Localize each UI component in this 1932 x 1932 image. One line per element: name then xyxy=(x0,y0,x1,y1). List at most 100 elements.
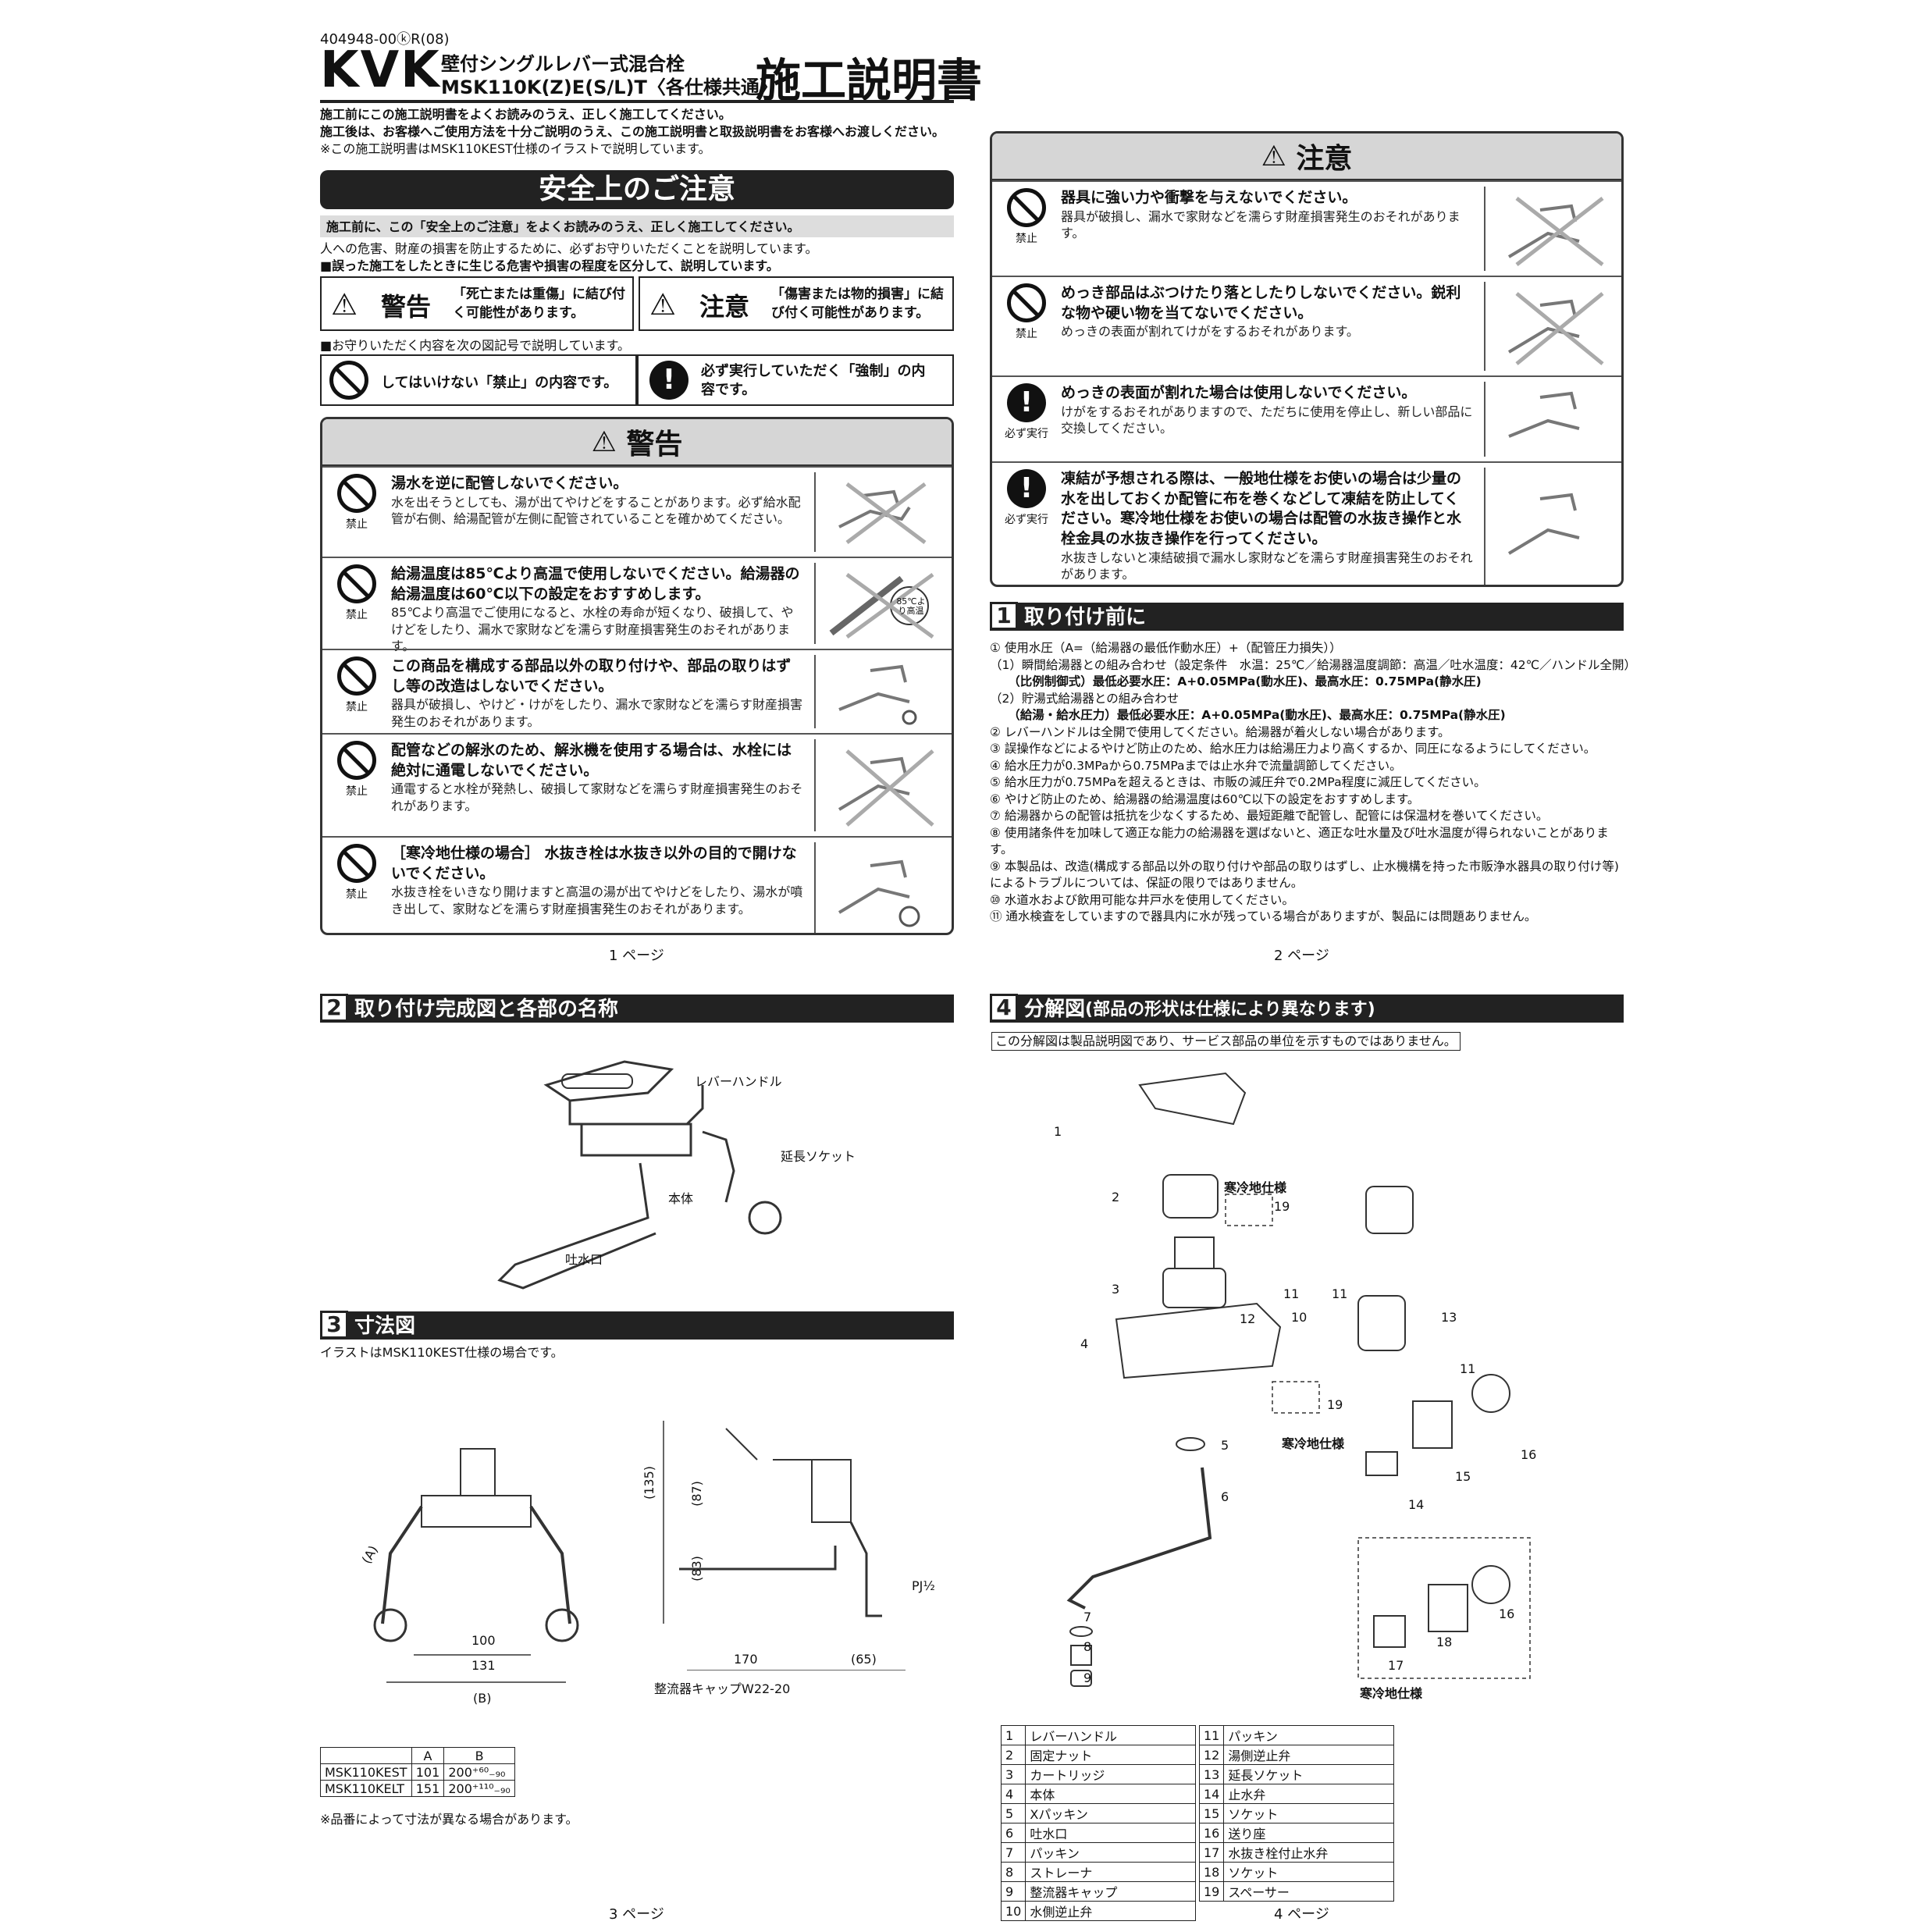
intro-line-1: 施工前にこの施工説明書をよくお読みのうえ、正しく施工してください。 xyxy=(320,107,731,122)
callout-15: 15 xyxy=(1455,1469,1471,1484)
caution-row-text: 水抜きしないと凍結破損で漏水し家財などを濡らす財産損害発生のおそれがあります。 xyxy=(1061,550,1473,582)
dim-131: 131 xyxy=(471,1658,496,1673)
warning-row-text: 器具が破損し、やけど・けがをしたり、漏水で家財などを濡らす財産損害発生のおそれが… xyxy=(391,697,803,729)
warning-row-text: 水を出そうとしても、湯が出てやけどをすることがあります。必ず給水配管が右側、給湯… xyxy=(391,494,801,527)
faucet-assembly-drawing xyxy=(497,1060,782,1290)
warning-triangle-icon: ⚠ xyxy=(591,425,627,458)
must-desc: 必ず実行していただく「強制」の内容です。 xyxy=(701,363,926,399)
dim-b: (B) xyxy=(473,1691,492,1706)
list-item: ④ 給水圧力が0.3MPaから0.75MPaまでは止水弁で流量調節してください。 xyxy=(990,758,1402,773)
safety-note-2: ■誤った施工をしたときに生じる危害や損害の程度を区分して、説明しています。 xyxy=(320,258,779,273)
parts-illustration xyxy=(814,655,947,728)
warning-row: 禁止 湯水を逆に配管しないでください。水を出そうとしても、湯が出てやけどをするこ… xyxy=(322,466,952,557)
drain-valve-illustration xyxy=(814,842,947,933)
warning-row: 禁止 配管などの解氷のため、解氷機を使用する場合は、水栓には絶対に通電しないでく… xyxy=(322,733,952,836)
label-body: 本体 xyxy=(668,1191,694,1206)
callout-3: 3 xyxy=(1112,1282,1120,1297)
callout-10: 10 xyxy=(1291,1310,1308,1325)
caution-row-text: けがをするおそれがありますので、ただちに使用を停止し、新しい部品に交換してくださ… xyxy=(1061,404,1473,436)
callout-9: 9 xyxy=(1083,1670,1092,1685)
caution-legend: ⚠ 注意 「傷害または物的損害」に結び付く可能性があります。 xyxy=(639,276,954,331)
prohibit-desc: してはいけない「禁止」の内容です。 xyxy=(381,375,618,391)
dim-65: (65) xyxy=(851,1652,877,1667)
list-item: （1）瞬間給湯器との組み合わせ（設定条件 水温：25℃／給湯器温度調節：高温／吐… xyxy=(990,657,1636,672)
table-header: B xyxy=(443,1747,515,1764)
doc-code: 404948-00ⓚR(08) xyxy=(320,31,450,48)
list-item: ① 使用水圧（A=（給湯器の最低作動水圧）+（配管圧力損失）） xyxy=(990,641,1342,655)
prohibit-legend: してはいけない「禁止」の内容です。 xyxy=(320,354,637,406)
page-number-3: 3 ページ xyxy=(609,1906,664,1923)
product-models: MSK110K(Z)E(S/L)T〈各仕様共通〉 xyxy=(441,76,778,98)
dim-pj: PJ½ xyxy=(912,1578,935,1593)
dim-83: (83) xyxy=(688,1556,704,1582)
cracked-plating-illustration xyxy=(1484,382,1617,457)
list-item: ⑨ 本製品は、改造(構成する部品以外の取り付けや部品の取りはずし、止水機構を持っ… xyxy=(990,859,1619,891)
warn-desc: 「死亡または重傷」に結び付く可能性があります。 xyxy=(453,286,625,321)
list-item: （給湯・給水圧力）最低必要水圧：A+0.05MPa(動水圧)、最高水圧：0.75… xyxy=(990,708,1506,722)
list-item: ⑪ 通水検査をしていますので器具内に水が残っている場合がありますが、製品には問題… xyxy=(990,909,1537,923)
brand-logo: KVK xyxy=(320,41,441,99)
caution-row: !必ず実行 めっきの表面が割れた場合は使用しないでください。けがをするおそれがあ… xyxy=(992,375,1621,461)
symbols-note: ■お守りいただく内容を次の図記号で説明しています。 xyxy=(320,338,631,353)
prohibit-icon: 禁止 xyxy=(330,474,383,532)
prohibit-icon: 禁止 xyxy=(1000,283,1053,341)
warning-row: 禁止 この商品を構成する部品以外の取り付けや、部品の取りはずし等の改造はしないで… xyxy=(322,649,952,733)
caution-row: 禁止 めっき部品はぶつけたり落としたりしないでください。鋭利な物や硬い物を当てな… xyxy=(992,276,1621,375)
prohibit-icon xyxy=(329,361,368,403)
label-lever-handle: レバーハンドル xyxy=(695,1074,782,1089)
label-spout: 吐水口 xyxy=(565,1252,603,1267)
cold-region-label: 寒冷地仕様 xyxy=(1224,1180,1287,1195)
warning-box-header: ⚠ 警告 xyxy=(322,419,952,466)
callout-13: 13 xyxy=(1441,1310,1457,1325)
caution-row-title: 器具に強い力や衝撃を与えないでください。 xyxy=(1061,189,1357,206)
dim-100: 100 xyxy=(471,1633,496,1648)
caution-row: 禁止 器具に強い力や衝撃を与えないでください。器具が破損し、漏水で家財などを濡ら… xyxy=(992,180,1621,276)
must-icon: !必ず実行 xyxy=(1000,383,1053,441)
prohibit-icon: 禁止 xyxy=(330,656,383,714)
warning-box: ⚠ 警告 禁止 湯水を逆に配管しないでください。水を出そうとしても、湯が出てやけ… xyxy=(320,417,954,935)
warning-row-title: この商品を構成する部品以外の取り付けや、部品の取りはずし等の改造はしないでくださ… xyxy=(391,657,792,695)
pipe-illustration: 85℃より高温 xyxy=(814,563,947,644)
cold-region-label: 寒冷地仕様 xyxy=(1282,1436,1345,1451)
intro-line-2: 施工後は、お客様へご使用方法を十分ご説明のうえ、この施工説明書と取扱説明書をお客… xyxy=(320,124,945,139)
drop-illustration xyxy=(1484,282,1617,371)
section-1-list: ① 使用水圧（A=（給湯器の最低作動水圧）+（配管圧力損失）） （1）瞬間給湯器… xyxy=(990,640,1636,926)
dimension-footnote: ※品番によって寸法が異なる場合があります。 xyxy=(320,1812,578,1827)
prohibit-icon: 禁止 xyxy=(330,564,383,622)
table-header: A xyxy=(411,1747,445,1764)
temp-label: 85℃より高温 xyxy=(896,596,926,617)
list-item: ⑦ 給湯器からの配管は抵抗を少なくするため、最短距離で配管し、配管には保温材を巻… xyxy=(990,809,1549,823)
caution-row-title: めっきの表面が割れた場合は使用しないでください。 xyxy=(1061,384,1417,401)
must-legend: ! 必ず実行していただく「強制」の内容です。 xyxy=(637,354,954,406)
must-icon: !必ず実行 xyxy=(1000,469,1053,527)
cold-region-label: 寒冷地仕様 xyxy=(1360,1686,1423,1701)
warning-row-text: 85℃より高温でご使用になると、水栓の寿命が短くなり、破損して、やけどをしたり、… xyxy=(391,605,794,654)
list-item: ⑧ 使用諸条件を加味して適正な能力の給湯器を選ばないと、適正な吐水量及び吐水温度… xyxy=(990,825,1609,857)
caution-label: 注意 xyxy=(699,292,750,322)
list-item: ③ 誤操作などによるやけど防止のため、給水圧力は給湯圧力より高くするか、同圧にな… xyxy=(990,742,1596,756)
safety-title: 安全上のご注意 xyxy=(320,170,954,209)
warning-row-title: 給湯温度は85℃より高温で使用しないでください。給湯器の給湯温度は60℃以下の設… xyxy=(391,565,800,603)
callout-19: 19 xyxy=(1274,1199,1290,1214)
page-number-1: 1 ページ xyxy=(609,948,664,964)
list-item: ② レバーハンドルは全開で使用してください。給湯器が着火しない場合があります。 xyxy=(990,724,1450,739)
caution-row-text: 器具が破損し、漏水で家財などを濡らす財産損害発生のおそれがあります。 xyxy=(1061,208,1461,241)
caution-triangle-icon: ⚠ xyxy=(649,287,677,322)
callout-1: 1 xyxy=(1054,1124,1062,1139)
page-title: 施工説明書 xyxy=(756,54,983,107)
